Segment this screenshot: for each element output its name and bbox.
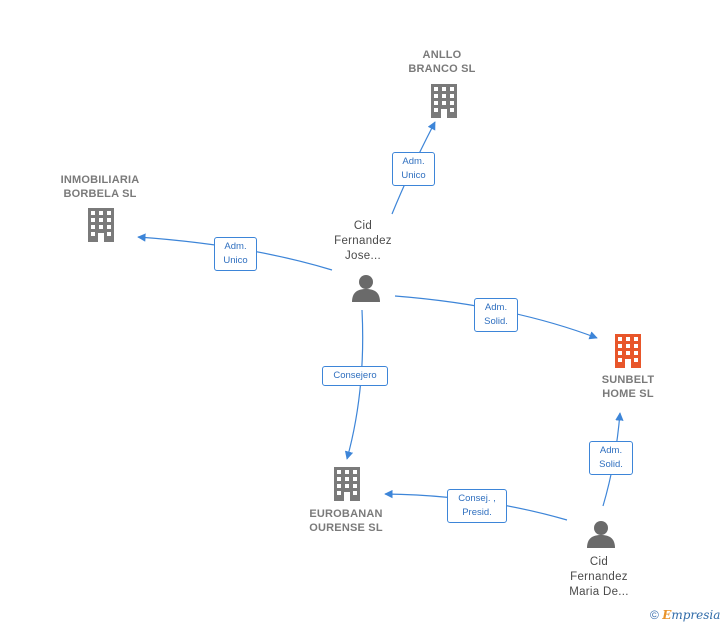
edge-label-line: Adm. [484, 302, 508, 313]
node-label-anllo[interactable]: ANLLO BRANCO SL [392, 48, 492, 76]
node-label-line: INMOBILIARIA [60, 174, 140, 186]
edge-cid-jose-eurobanan [344, 309, 364, 460]
person-label-line: Fernandez [334, 235, 392, 247]
edge-label-consejero[interactable]: Consejero [322, 366, 388, 386]
building-icon[interactable] [615, 334, 641, 368]
copyright-symbol: © [650, 608, 659, 622]
person-label-line: Maria De... [569, 586, 629, 598]
edge-label-line: Presid. [462, 507, 492, 518]
brand-logo: Empresia [662, 608, 720, 622]
node-label-eurobanan[interactable]: EUROBANAN OURENSE SL [296, 507, 396, 535]
node-label-inmobiliaria[interactable]: INMOBILIARIA BORBELA SL [45, 173, 155, 201]
building-icon[interactable] [88, 208, 114, 242]
person-label-line: Fernandez [570, 571, 628, 583]
person-label-line: Cid [353, 220, 373, 232]
edge-label-line: Solid. [599, 459, 623, 470]
person-label-cid-jose[interactable]: Cid Fernandez Jose... [318, 219, 408, 264]
node-label-line: SUNBELT [601, 374, 655, 386]
edge-label-consej-presid[interactable]: Consej. , Presid. [447, 489, 507, 523]
person-icon[interactable] [587, 521, 615, 548]
node-label-sunbelt[interactable]: SUNBELT HOME SL [578, 373, 678, 401]
edge-label-adm-unico[interactable]: Adm. Unico [214, 237, 257, 271]
person-label-line: Cid [589, 556, 609, 568]
footer-brand: © Empresia [650, 608, 720, 622]
edge-label-line: Adm. [599, 445, 623, 456]
person-label-line: Jose... [345, 250, 381, 262]
edge-label-line: Solid. [484, 316, 508, 327]
edge-label-line: Consejero [333, 370, 377, 381]
node-label-line: OURENSE SL [309, 522, 383, 534]
edge-label-line: Unico [223, 255, 248, 266]
brand-rest: mpresia [671, 608, 721, 622]
edge-label-adm-solid[interactable]: Adm. Solid. [474, 298, 518, 332]
building-icon[interactable] [431, 84, 457, 118]
node-label-line: ANLLO [422, 49, 462, 61]
node-label-line: BORBELA SL [63, 188, 137, 200]
node-label-line: BRANCO SL [408, 63, 476, 75]
edge-label-line: Consej. , [458, 493, 496, 504]
person-icon[interactable] [352, 275, 380, 302]
edge-label-adm-unico[interactable]: Adm. Unico [392, 152, 435, 186]
edge-label-line: Unico [401, 170, 426, 181]
node-label-line: HOME SL [602, 388, 654, 400]
person-label-cid-maria[interactable]: Cid Fernandez Maria De... [554, 555, 644, 600]
node-label-line: EUROBANAN [309, 508, 383, 520]
edge-label-adm-solid[interactable]: Adm. Solid. [589, 441, 633, 475]
edge-label-line: Adm. [402, 156, 425, 167]
edge-label-line: Adm. [224, 241, 247, 252]
building-icon[interactable] [334, 467, 360, 501]
brand-initial: E [662, 608, 672, 622]
